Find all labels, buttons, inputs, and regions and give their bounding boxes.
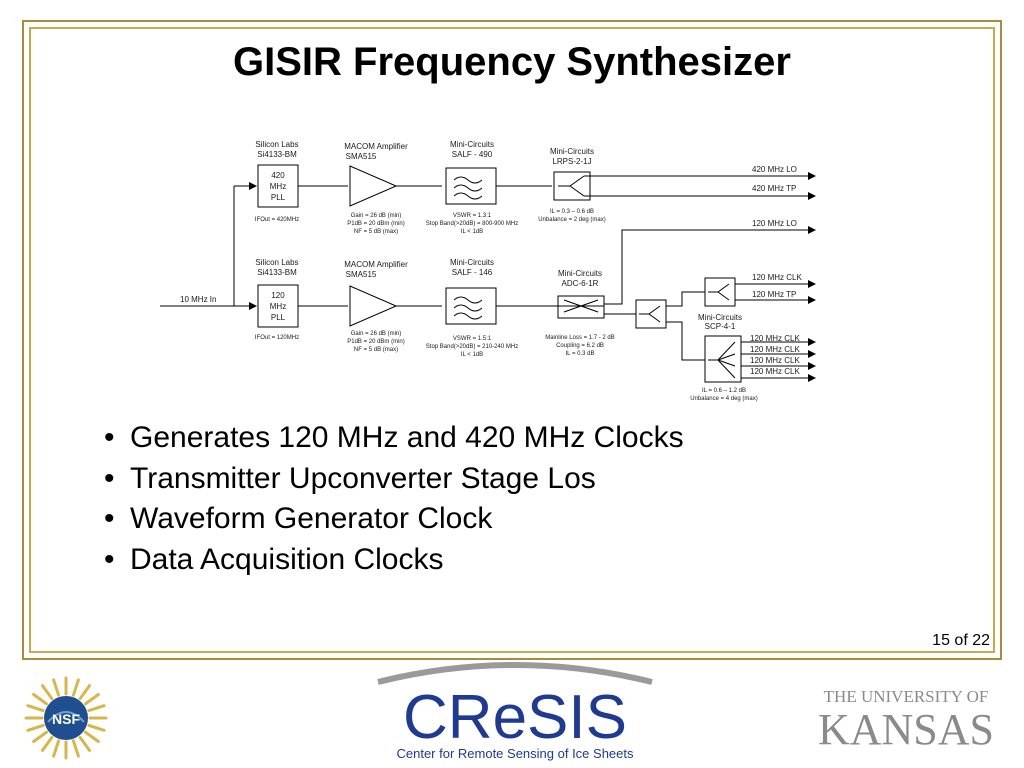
splitter4-vendor: Mini-Circuits [698,313,742,322]
splitter4-part: SCP-4-1 [705,322,736,331]
splitter-top-symbol [558,175,585,197]
amp-bottom-part: SMA515 [346,270,377,279]
amp-top-spec3: NF = 5 dB (max) [354,229,398,235]
pll-top-line3: PLL [271,193,286,202]
amp-bottom-vendor: MACOM Amplifier [344,260,408,269]
coupler-box [557,295,605,319]
nsf-logo-icon: NSF [24,676,108,760]
page-number: 15 of 22 [932,632,990,649]
ku-line1: THE UNIVERSITY OF [824,687,989,706]
pll-bottom-line3: PLL [271,313,286,322]
bullet-item: •Waveform Generator Clock [104,502,493,535]
pll-top-part: Si4133-BM [257,150,297,159]
pll-top-vendor: Silicon Labs [255,140,298,149]
amp-top-part: SMA515 [346,152,377,161]
pll-bottom-line1: 120 [271,291,285,300]
filter-top-box [445,167,497,205]
splitter4-box [704,335,742,383]
coupler-spec3: IL = 0.3 dB [566,351,595,357]
filter-bottom-spec1: VSWR = 1.5:1 [453,336,492,342]
bullet-list: •Generates 120 MHz and 420 MHz Clocks •T… [104,418,684,580]
output-lo420: 420 MHz LO [752,165,797,174]
filter-top-vendor: Mini-Circuits [450,140,494,149]
output-clk2: 120 MHz CLK [750,345,800,354]
splitter4-symbol [708,341,736,379]
filter-top-spec1: VSWR = 1.3:1 [453,213,492,219]
output-clk1: 120 MHz CLK [750,334,800,343]
slide-title: GISIR Frequency Synthesizer [233,40,791,84]
output-clk3: 120 MHz CLK [750,356,800,365]
cresis-text: CReSIS [403,683,627,752]
pll-bottom-note: IFOut = 120MHz [255,335,299,341]
coupler-spec2: Coupling = 6.2 dB [556,343,604,349]
output-tp120: 120 MHz TP [752,290,796,299]
slide-frame-inner [29,27,995,653]
amp-bottom-triangle [349,285,398,327]
splitter4-spec2: Unbalance = 4 deg (max) [690,396,758,402]
amp-bottom-spec3: NF = 5 dB (max) [354,347,398,353]
filter-bottom-vendor: Mini-Circuits [450,258,494,267]
coupler-part: ADC-6-1R [562,279,599,288]
bullet-item: •Transmitter Upconverter Stage Los [104,461,596,495]
amp-top-spec1: Gain = 26 dB (min) [351,213,402,219]
filter-bottom-symbol [453,296,483,320]
filter-bottom-spec2: Stop Band(>20dB) = 210-240 MHz [426,344,518,350]
filter-bottom-spec3: IL < 1dB [461,352,483,358]
pll-bottom-box [257,284,299,328]
splitter-top-spec2: Unbalance = 2 deg (max) [538,217,606,223]
filter-bottom-box [445,287,497,325]
splitter-clk-symbol [708,283,730,301]
pll-bottom-line2: MHz [270,302,286,311]
filter-top-spec2: Stop Band(>20dB) = 800-900 MHz [426,221,518,227]
bullet-item: •Generates 120 MHz and 420 MHz Clocks [104,421,684,454]
pll-top-note: IFOut = 420MHz [255,217,299,223]
pll-top-line1: 420 [271,171,285,180]
synthesizer-block-diagram: 10 MHz In Silicon Labs Si4133-BM 420 MHz… [160,140,816,402]
bullet-item: •Data Acquisition Clocks [104,542,444,576]
filter-top-spec3: IL < 1dB [461,229,483,235]
splitter-mid-symbol [639,305,661,323]
output-lo120: 120 MHz LO [752,219,797,228]
pll-top-line2: MHz [270,182,286,191]
ku-logo-icon: THE UNIVERSITY OF KANSAS [818,687,994,754]
slide-frame [22,20,1002,660]
amp-bottom-spec2: P1dB = 20 dBm (min) [347,339,405,345]
coupler-vendor: Mini-Circuits [558,269,602,278]
amp-top-spec2: P1dB = 20 dBm (min) [347,221,405,227]
output-clk120a: 120 MHz CLK [752,273,802,282]
amp-top-vendor: MACOM Amplifier [344,142,408,151]
splitter-top-vendor: Mini-Circuits [550,147,594,156]
coupler-symbol [558,299,604,313]
pll-bottom-part: Si4133-BM [257,268,297,277]
input-label: 10 MHz In [180,295,216,304]
output-clk4: 120 MHz CLK [750,367,800,376]
cresis-logo-icon: CReSIS Center for Remote Sensing of Ice … [377,662,653,761]
cresis-subtitle: Center for Remote Sensing of Ice Sheets [396,746,634,761]
filter-top-part: SALF - 490 [452,150,493,159]
filter-bottom-part: SALF - 146 [452,268,493,277]
filter-top-symbol [453,176,483,200]
splitter-top-spec1: IL = 0.3 – 0.6 dB [550,209,594,215]
output-tp420: 420 MHz TP [752,184,796,193]
splitter-top-part: LRPS-2-1J [552,157,591,166]
coupler-spec1: Mainline Loss = 1.7 - 2 dB [545,335,615,341]
ku-line2: KANSAS [818,705,994,754]
footer-logos: NSF CReSIS Center for Remote Sensing of … [24,662,994,761]
splitter4-spec1: IL = 0.6 – 1.2 dB [702,388,746,394]
amp-bottom-spec1: Gain = 26 dB (min) [351,331,402,337]
amp-top-triangle [349,165,398,207]
pll-bottom-vendor: Silicon Labs [255,258,298,267]
nsf-text: NSF [52,711,80,727]
